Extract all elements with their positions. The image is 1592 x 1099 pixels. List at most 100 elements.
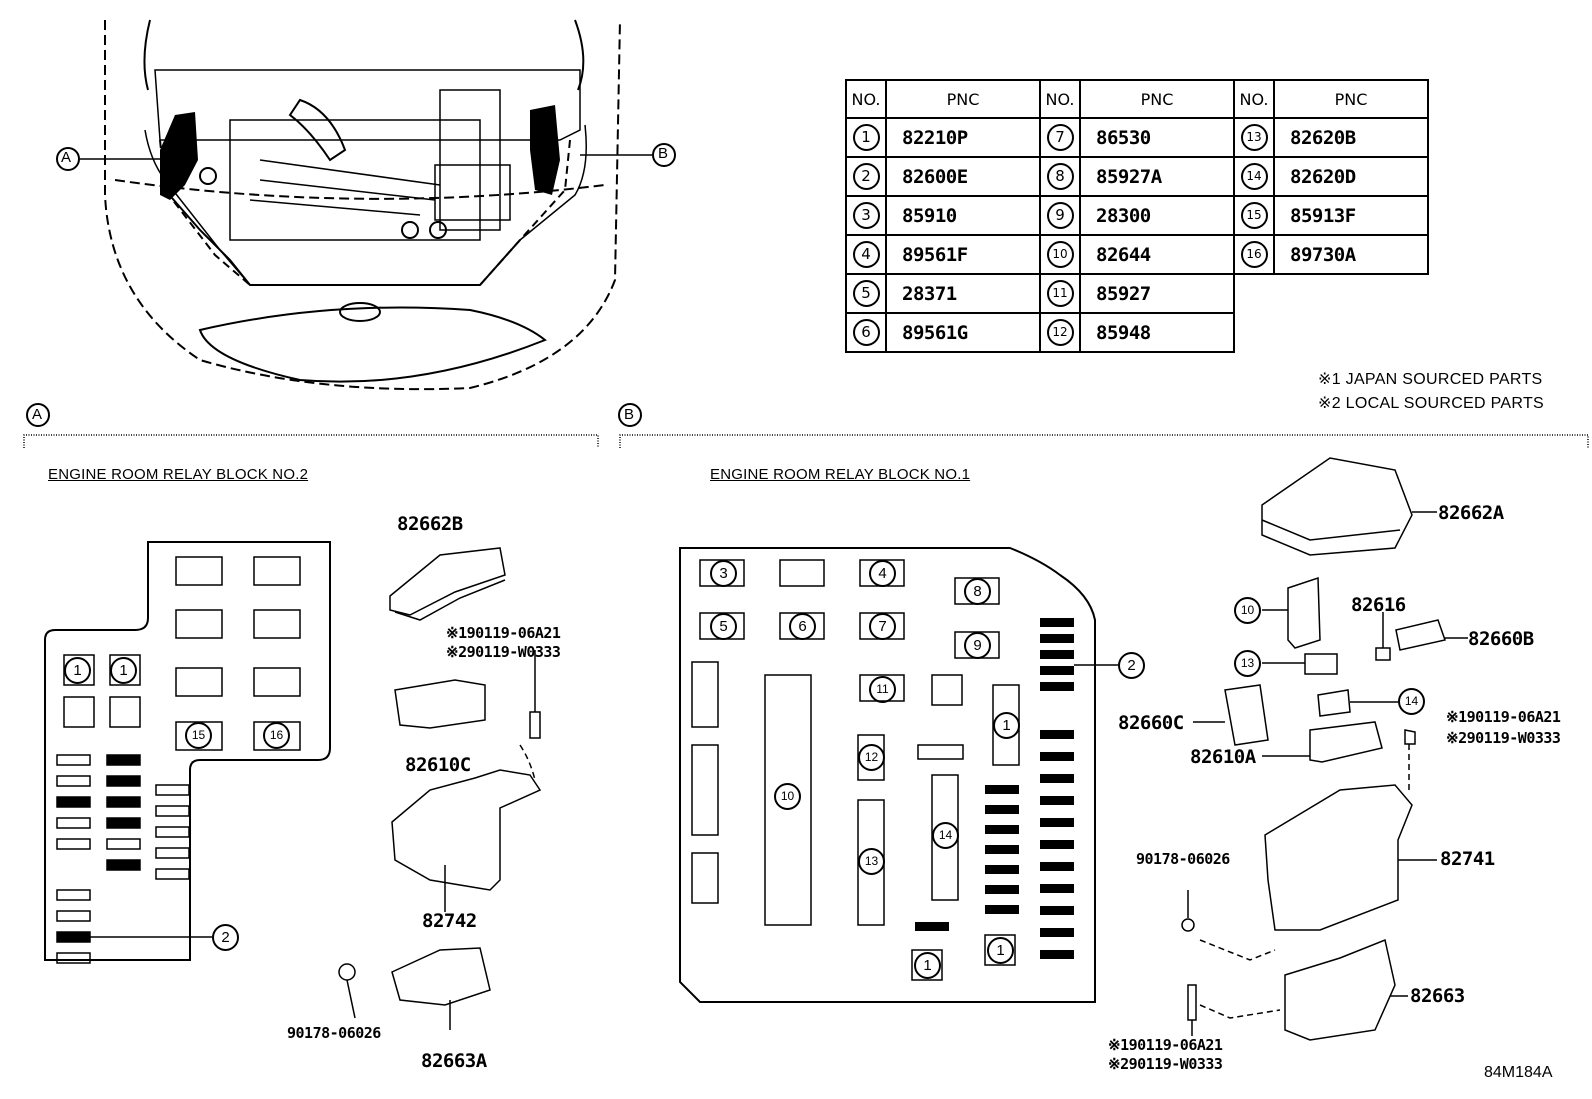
pnc-cell: 85927A [1079,156,1235,197]
figure-id: 84M184A [1484,1064,1553,1081]
table-row: 2 82600E 8 85927A 14 82620D [845,156,1429,197]
table-row: 5 28371 11 85927 [845,273,1428,314]
callout-number: 1 [852,124,880,151]
callout-number: 5 [852,280,880,307]
callout-number: 8 [1046,163,1074,190]
bolt-note-1: ※190119-06A21 [446,624,561,642]
pnc-cell: 89561G [885,312,1041,353]
callout-number: 10 [1046,241,1074,268]
callout-number: 9 [1046,202,1074,229]
pnc-cell: 85948 [1079,312,1235,353]
part-82616: 82616 [1351,594,1406,616]
part-82663A: 82663A [421,1050,487,1072]
section-marker-a: A [32,406,43,423]
header-pnc: PNC [885,79,1041,119]
pnc-cell: 86530 [1079,117,1235,158]
section-a-title: ENGINE ROOM RELAY BLOCK NO.2 [48,466,309,483]
callout-number: 6 [852,319,880,346]
pnc-cell: 82600E [885,156,1041,197]
part-82662A: 82662A [1438,502,1504,524]
header-no: NO. [1039,79,1081,119]
callout-10: 10 [1234,597,1261,624]
table-row: 1 82210P 7 86530 13 82620B [845,117,1429,158]
callout-1: 1 [987,937,1014,964]
callout-number: 2 [852,163,880,190]
callout-number: 3 [852,202,880,229]
callout-1: 1 [110,657,137,684]
table-row: 6 89561G 12 85948 [845,312,1428,353]
table-header-row: NO. PNC NO. PNC NO. PNC [845,79,1429,119]
bolt-note-1: ※190119-06A21 [1108,1036,1223,1054]
callout-16: 16 [263,722,290,749]
note-local-sourced: ※2 LOCAL SOURCED PARTS [1318,395,1544,412]
parts-b-drawings [1181,457,1468,1041]
pnc-cell: 82210P [885,117,1041,158]
pnc-cell: 82620B [1273,117,1429,158]
callout-15: 15 [185,722,212,749]
callout-number: 14 [1240,163,1268,190]
bolt-note-2: ※290119-W0333 [1108,1055,1223,1073]
section-b-title: ENGINE ROOM RELAY BLOCK NO.1 [710,466,971,483]
callout-6: 6 [789,613,816,640]
pnc-cell: 28300 [1079,195,1235,236]
callout-8: 8 [964,578,991,605]
callout-11: 11 [869,676,896,703]
callout-4: 4 [869,560,896,587]
bolt-note-1: ※190119-06A21 [1446,708,1561,726]
callout-3: 3 [710,560,737,587]
car-engine-bay [80,19,652,391]
part-82663: 82663 [1410,985,1465,1007]
callout-14: 14 [1398,688,1425,715]
callout-number: 13 [1240,124,1268,151]
callout-number: 7 [1046,124,1074,151]
callout-number: 11 [1046,280,1074,307]
part-90178-06026: 90178-06026 [287,1024,381,1042]
bolt-note-2: ※290119-W0333 [446,643,561,661]
callout-5: 5 [710,613,737,640]
table-row: 3 85910 9 28300 15 85913F [845,195,1429,236]
pnc-cell: 85927 [1079,273,1235,314]
callout-number: 4 [852,241,880,268]
parts-a-drawings [338,547,542,1030]
header-pnc: PNC [1273,79,1429,119]
section-marker-b: B [624,406,635,423]
callout-number: 12 [1046,319,1074,346]
callout-14: 14 [932,822,959,849]
car-marker-a: A [61,149,72,166]
part-82741: 82741 [1440,848,1495,870]
pnc-cell: 85910 [885,195,1041,236]
callout-13: 13 [1234,650,1261,677]
part-82662B: 82662B [397,513,463,535]
part-82660C: 82660C [1118,712,1184,734]
part-82610C: 82610C [405,754,471,776]
header-no: NO. [845,79,887,119]
pnc-cell: 28371 [885,273,1041,314]
callout-7: 7 [869,613,896,640]
callout-13: 13 [858,848,885,875]
header-pnc: PNC [1079,79,1235,119]
callout-2: 2 [212,924,239,951]
callout-1: 1 [914,952,941,979]
note-japan-sourced: ※1 JAPAN SOURCED PARTS [1318,371,1543,388]
part-90178-06026: 90178-06026 [1136,850,1230,868]
callout-10: 10 [774,783,801,810]
callout-number: 15 [1240,202,1268,229]
part-82742: 82742 [422,910,477,932]
callout-2: 2 [1118,652,1145,679]
callout-12: 12 [858,744,885,771]
pnc-cell: 82644 [1079,234,1235,275]
pnc-cell: 85913F [1273,195,1429,236]
pnc-table: NO. PNC NO. PNC NO. PNC 1 82210P 7 86530… [845,79,1429,353]
pnc-cell: 82620D [1273,156,1429,197]
part-82660B: 82660B [1468,628,1534,650]
callout-1: 1 [64,657,91,684]
car-marker-b: B [658,145,669,162]
callout-1: 1 [993,712,1020,739]
pnc-cell: 89561F [885,234,1041,275]
part-82610A: 82610A [1190,746,1256,768]
bolt-note-2: ※290119-W0333 [1446,729,1561,747]
callout-9: 9 [964,632,991,659]
pnc-cell: 89730A [1273,234,1429,275]
callout-number: 16 [1240,241,1268,268]
